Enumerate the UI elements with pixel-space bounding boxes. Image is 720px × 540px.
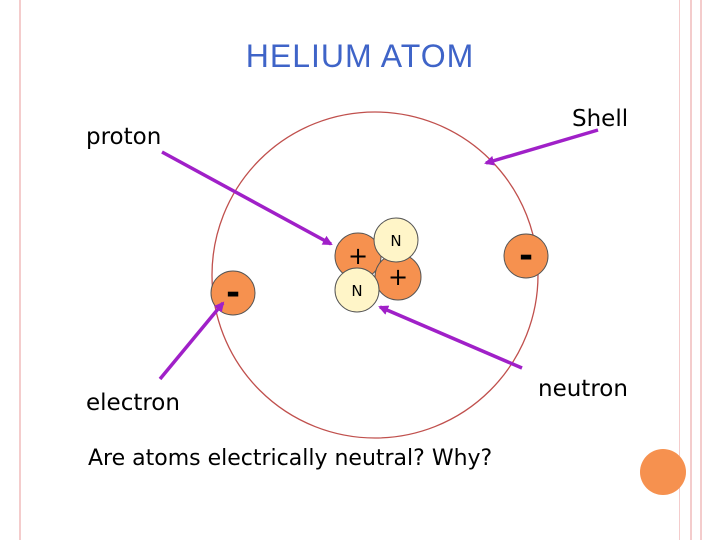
proton-symbol: + [388,263,408,291]
decorative-dot [640,449,686,495]
electron-symbol: - [519,236,533,276]
neutron-label: neutron [538,376,628,402]
neutron-symbol: N [390,232,401,250]
electron-symbol: - [226,273,240,313]
neutron-arrow [378,305,523,370]
shell-arrow [484,128,599,166]
page-title: HELIUM ATOM [245,38,475,74]
frame-line [700,0,702,540]
proton-symbol: + [348,242,368,270]
left-frame-border [0,0,21,540]
neutron-circle [373,217,419,263]
right-frame-border [679,0,720,540]
neutron-circle [334,267,380,313]
electron-arrow [158,301,225,381]
proton-label: proton [86,124,162,150]
electron-label: electron [86,390,180,416]
question-text: Are atoms electrically neutral? Why? [88,446,493,471]
frame-line [690,0,692,540]
neutron-symbol: N [351,282,362,300]
electron-circle [503,233,549,279]
pointer-arrows [158,128,599,381]
proton-arrow [161,150,333,246]
nucleus: + + N N [334,217,422,313]
shell-label: Shell [572,106,629,132]
